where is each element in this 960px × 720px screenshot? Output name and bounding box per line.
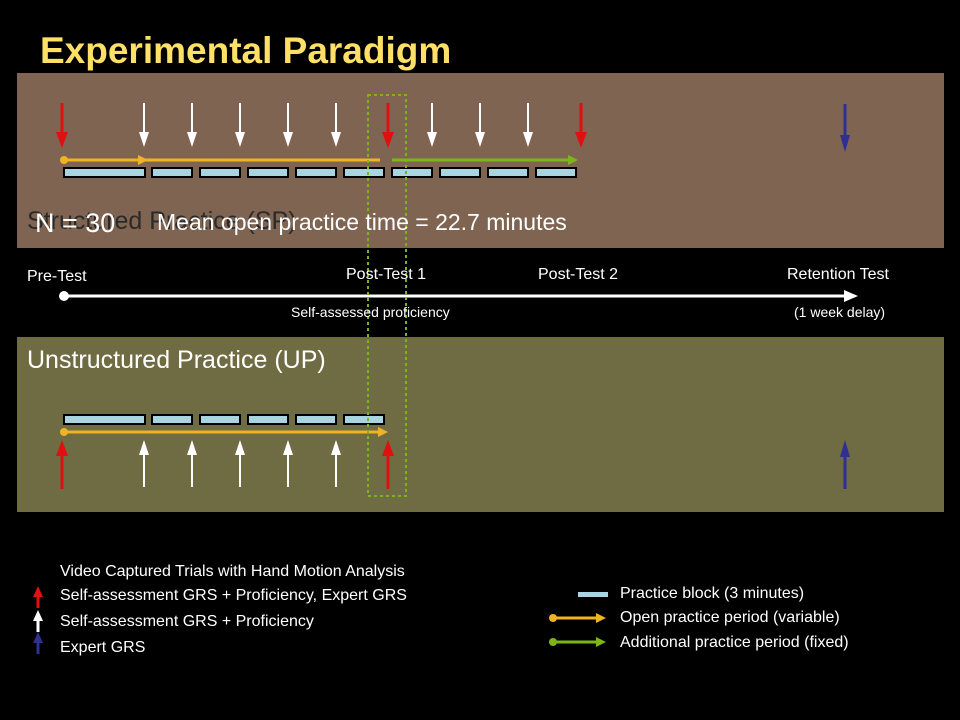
up-arrow-white-5 <box>331 440 341 487</box>
sp-arrow-red-3 <box>575 103 587 148</box>
pre-test-label: Pre-Test <box>27 268 87 285</box>
sp-arrow-red-2 <box>382 103 394 148</box>
sp-additional-practice-line <box>392 155 578 165</box>
sp-arrow-white-6 <box>427 103 437 147</box>
legend-practice-block-label: Practice block (3 minutes) <box>620 585 805 602</box>
sp-arrow-white-2 <box>187 103 197 147</box>
legend-video-trials: Video Captured Trials with Hand Motion A… <box>60 563 405 580</box>
up-practice-blocks <box>63 414 385 425</box>
sp-arrow-white-3 <box>235 103 245 147</box>
post-test-1-highlight-box <box>367 94 407 497</box>
timeline <box>59 290 858 302</box>
up-arrow-blue <box>840 440 850 489</box>
structured-practice-label: Structured Practice (SP) <box>27 207 297 235</box>
legend-open-practice-label: Open practice period (variable) <box>620 609 840 626</box>
sp-arrow-red-1 <box>56 103 68 148</box>
retention-test-label: Retention Test <box>787 266 889 283</box>
self-assessed-proficiency-label: Self-assessed proficiency <box>291 304 450 320</box>
sp-arrow-white-1 <box>139 103 149 147</box>
legend-white-arrow-label: Self-assessment GRS + Proficiency <box>60 613 314 630</box>
unstructured-practice-label: Unstructured Practice (UP) <box>27 346 326 374</box>
up-arrow-white-1 <box>139 440 149 487</box>
legend-blue-arrow-icon <box>33 632 43 654</box>
up-arrow-white-3 <box>235 440 245 487</box>
week-delay-label: (1 week delay) <box>794 304 886 320</box>
mean-practice-time-label: Mean open practice time = 22.7 minutes <box>157 209 567 235</box>
legend-blue-arrow-label: Expert GRS <box>60 639 146 656</box>
sp-practice-blocks <box>63 167 577 178</box>
sp-arrow-white-4 <box>283 103 293 147</box>
post-test-2-label: Post-Test 2 <box>538 266 619 283</box>
up-arrow-red-1 <box>56 440 68 489</box>
legend-open-practice-icon <box>549 613 606 623</box>
legend-red-arrow-icon <box>33 586 43 608</box>
sp-arrow-white-8 <box>523 103 533 147</box>
sample-size-label: N = 30 <box>35 208 116 238</box>
up-arrow-white-2 <box>187 440 197 487</box>
sp-open-practice-line <box>60 155 380 165</box>
legend-practice-block-icon <box>578 592 608 597</box>
legend-red-arrow-label: Self-assessment GRS + Proficiency, Exper… <box>60 587 407 604</box>
up-arrow-red-2 <box>382 440 394 489</box>
legend-additional-practice-icon <box>549 637 606 647</box>
legend-additional-practice-label: Additional practice period (fixed) <box>620 634 849 651</box>
sp-arrow-white-5 <box>331 103 341 147</box>
legend-white-arrow-icon <box>33 610 43 632</box>
page-title: Experimental Paradigm <box>40 30 452 71</box>
sp-arrow-white-7 <box>475 103 485 147</box>
up-open-practice-line <box>60 427 388 437</box>
post-test-1-label: Post-Test 1 <box>346 266 427 283</box>
up-arrow-white-4 <box>283 440 293 487</box>
sp-arrow-blue <box>840 104 850 152</box>
